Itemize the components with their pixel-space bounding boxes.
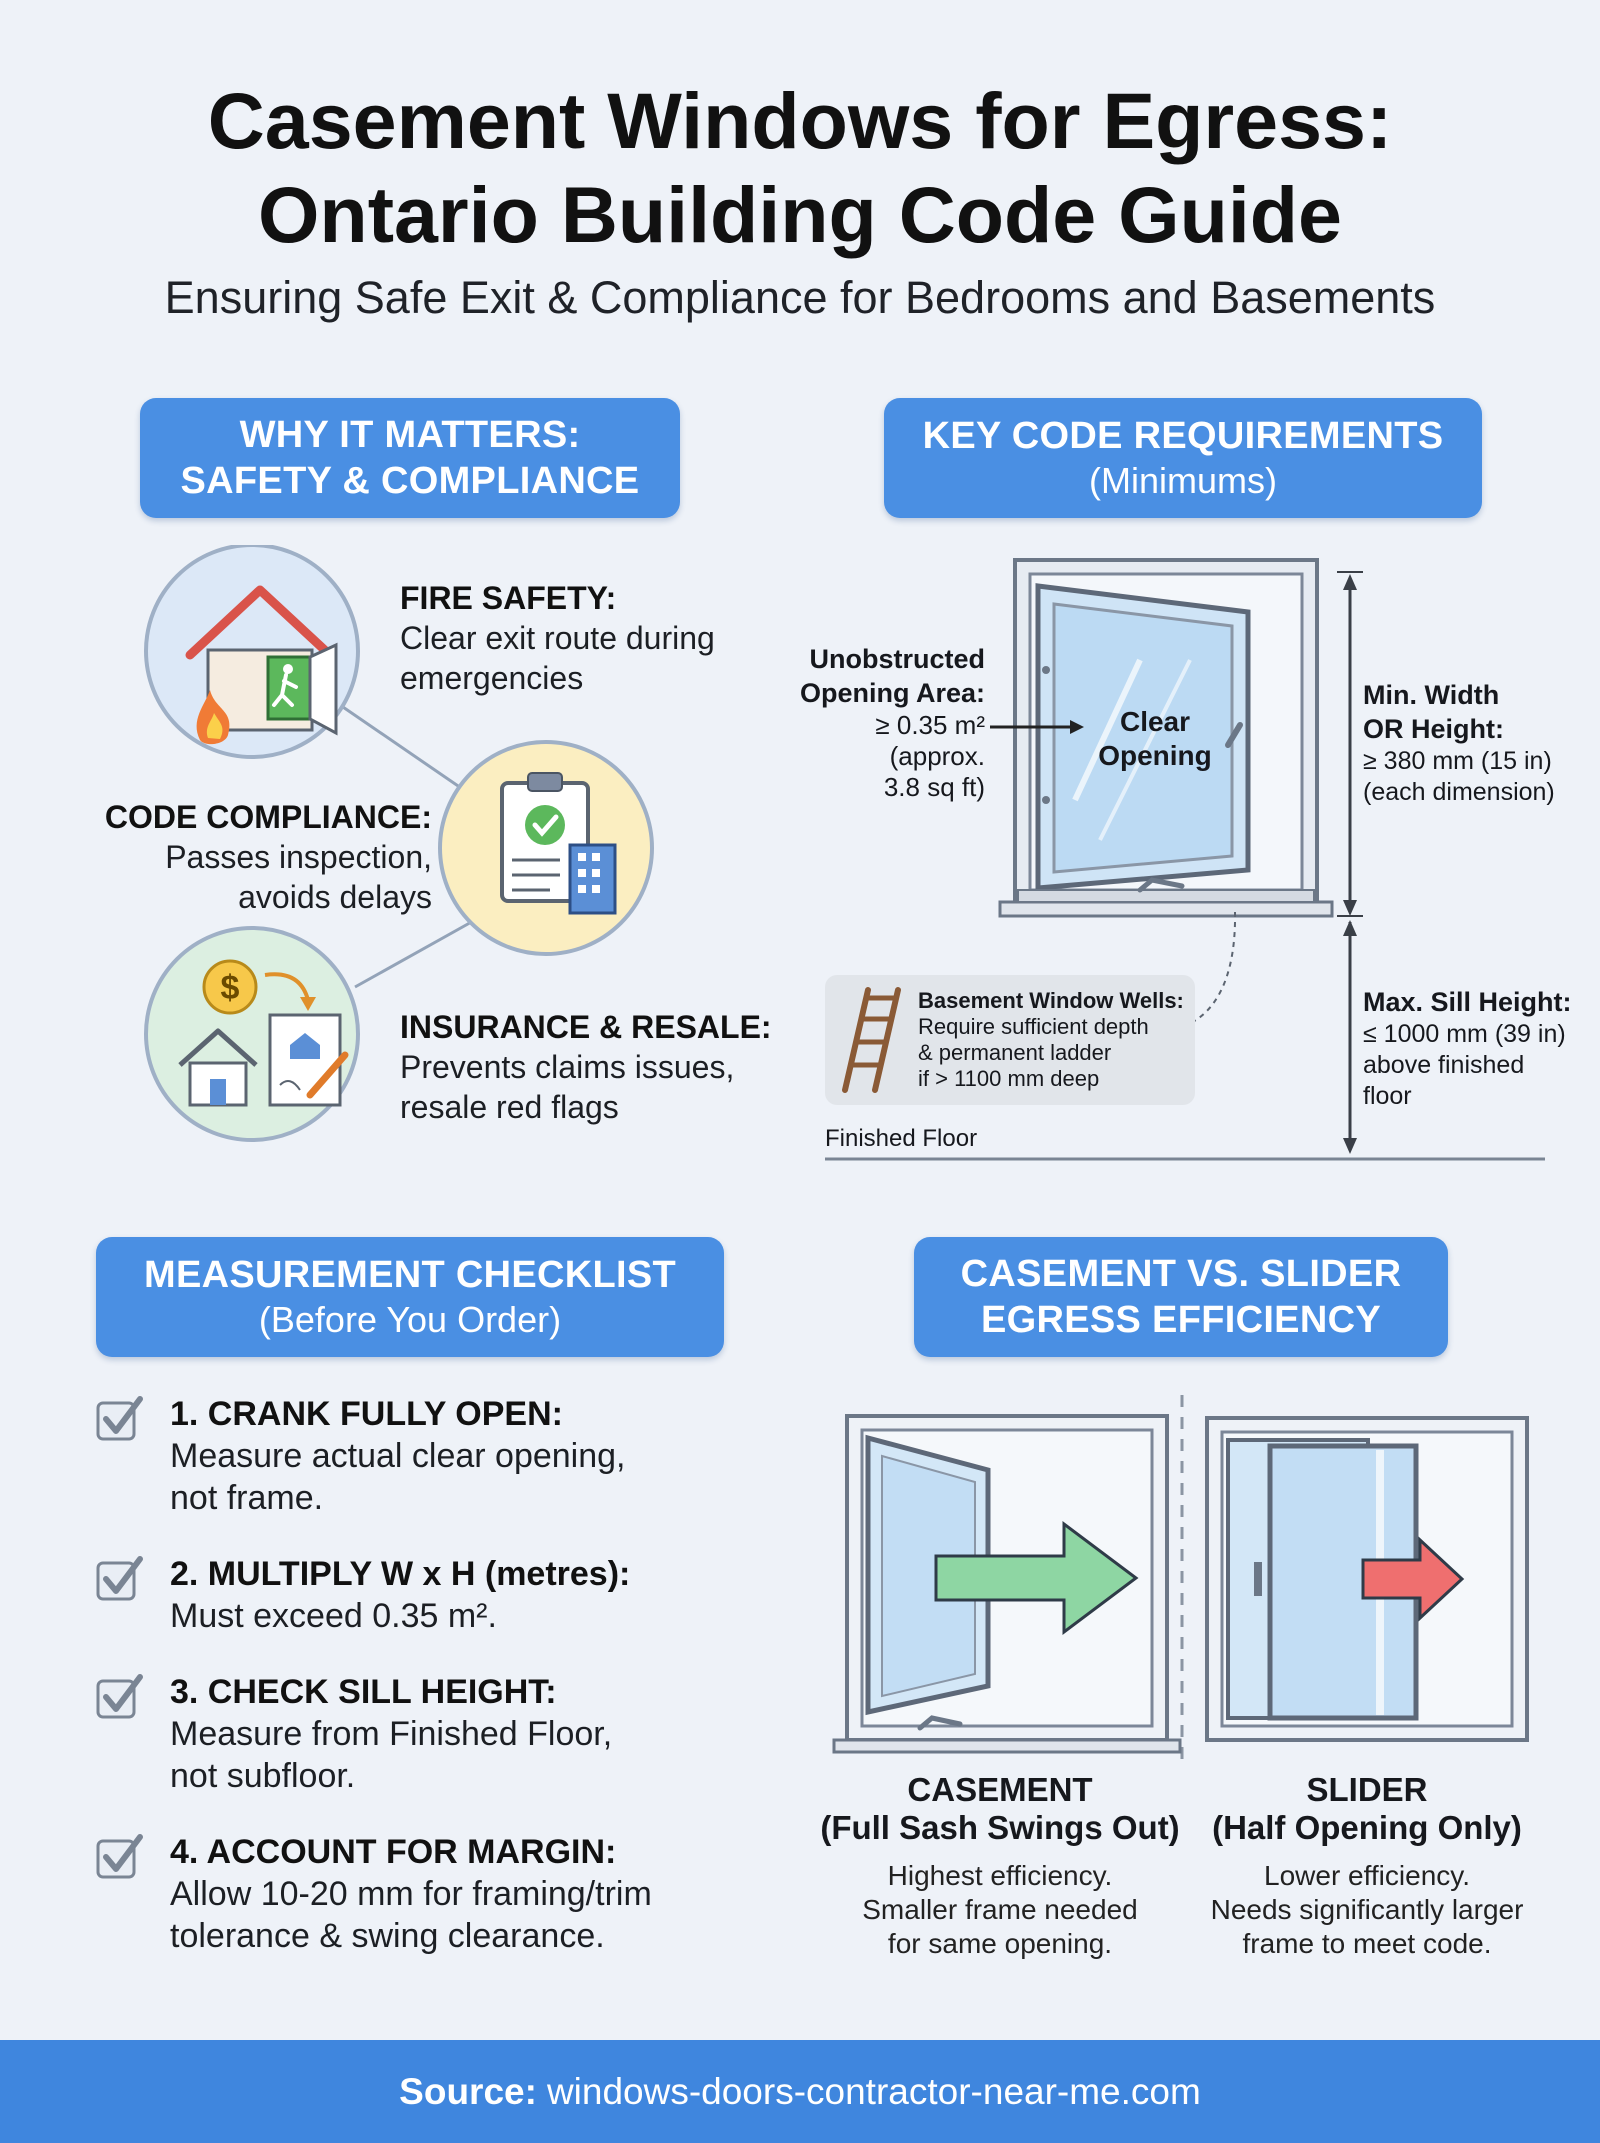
insurance-resale-line-1: Prevents claims issues,	[400, 1049, 735, 1085]
max-sill-value: ≤ 1000 mm (39 in)	[1363, 1020, 1566, 1048]
fire-safety-line-2: emergencies	[400, 660, 584, 696]
slider-subtitle: (Half Opening Only)	[1212, 1809, 1522, 1846]
page-title-line-1: Casement Windows for Egress:	[207, 76, 1393, 165]
insurance-resale-title: INSURANCE & RESALE:	[400, 1009, 772, 1045]
why-item-code-compliance: CODE COMPLIANCE: Passes inspection, avoi…	[60, 797, 432, 917]
checklist-item-1-line-2: not frame.	[170, 1479, 324, 1517]
casement-line-3: for same opening.	[887, 1928, 1113, 1959]
window-wells-line-3: if > 1100 mm deep	[918, 1066, 1100, 1091]
checklist-item-1-line-1: Measure actual clear opening,	[170, 1437, 626, 1475]
money-house-document-icon: $	[144, 926, 360, 1142]
opening-area-approx-1: (approx.	[889, 741, 985, 771]
measurement-checklist-header: MEASUREMENT CHECKLIST (Before You Order)	[96, 1237, 724, 1357]
checklist-item-4-line-1: Allow 10-20 mm for framing/trim	[170, 1875, 652, 1913]
casement-vs-slider-header: CASEMENT VS. SLIDER EGRESS EFFICIENCY	[914, 1237, 1448, 1357]
window-wells-line-2: & permanent ladder	[918, 1040, 1112, 1065]
opening-area-title-1: Unobstructed	[809, 644, 986, 674]
window-well-callout	[825, 975, 1195, 1105]
max-sill-note-2: floor	[1363, 1082, 1412, 1110]
checklist-header-line-2: (Before You Order)	[258, 1299, 562, 1340]
house-fire-exit-icon	[144, 545, 360, 759]
code-compliance-line-2: avoids delays	[238, 879, 432, 915]
casement-subtitle: (Full Sash Swings Out)	[820, 1809, 1180, 1846]
clipboard-check-icon	[438, 740, 654, 956]
checkbox-icon	[96, 1556, 143, 1601]
min-width-title-1: Min. Width	[1363, 680, 1500, 710]
source-footer: Source: windows-doors-contractor-near-me…	[0, 2040, 1600, 2143]
compare-header-line-1: CASEMENT VS. SLIDER	[960, 1253, 1402, 1295]
checklist-item-3-line-1: Measure from Finished Floor,	[170, 1715, 613, 1753]
min-width-callout: Min. Width OR Height: ≥ 380 mm (15 in) (…	[1363, 678, 1593, 808]
why-header-line-1: WHY IT MATTERS:	[239, 414, 581, 456]
clear-opening-line-2: Opening	[1098, 740, 1212, 771]
page-subtitle: Ensuring Safe Exit & Compliance for Bedr…	[164, 272, 1436, 323]
connector-line	[354, 918, 476, 989]
min-width-title-2: OR Height:	[1363, 714, 1504, 744]
checklist-item-4-title: 4. ACCOUNT FOR MARGIN:	[170, 1833, 617, 1871]
why-icons-graphic: $	[144, 545, 654, 1142]
compare-header-line-2: EGRESS EFFICIENCY	[981, 1299, 1381, 1341]
crank-handle-icon	[1137, 877, 1185, 893]
checkbox-icon	[96, 1674, 143, 1719]
casement-line-1: Highest efficiency.	[887, 1860, 1113, 1891]
checklist-item-2-line-1: Must exceed 0.35 m².	[170, 1597, 497, 1635]
key-code-requirements-header: KEY CODE REQUIREMENTS (Minimums)	[884, 398, 1482, 518]
comparison-graphic	[832, 1395, 1529, 1760]
casement-line-2: Smaller frame needed	[862, 1894, 1138, 1925]
why-item-fire-safety: FIRE SAFETY: Clear exit route during eme…	[400, 578, 715, 698]
opening-area-value: ≥ 0.35 m²	[875, 710, 985, 740]
why-it-matters-header: WHY IT MATTERS: SAFETY & COMPLIANCE	[140, 398, 680, 518]
requirements-header-line-1: KEY CODE REQUIREMENTS	[922, 415, 1444, 457]
checklist-item-3-title: 3. CHECK SILL HEIGHT:	[170, 1673, 557, 1711]
max-sill-note-1: above finished	[1363, 1051, 1525, 1079]
opening-area-callout: Unobstructed Opening Area: ≥ 0.35 m² (ap…	[780, 642, 985, 803]
fire-safety-title: FIRE SAFETY:	[400, 580, 617, 616]
source-label: Source:	[399, 2070, 537, 2112]
requirements-header-line-2: (Minimums)	[1089, 460, 1277, 501]
svg-text:$: $	[221, 969, 240, 1007]
opening-area-approx-2: 3.8 sq ft)	[883, 772, 985, 802]
finished-floor-label: Finished Floor	[825, 1125, 978, 1152]
ladder-icon	[842, 987, 901, 1093]
why-header-line-2: SAFETY & COMPLIANCE	[180, 460, 640, 502]
why-item-insurance-resale: INSURANCE & RESALE: Prevents claims issu…	[400, 1007, 772, 1127]
checkbox-icon	[96, 1396, 143, 1441]
max-sill-title: Max. Sill Height:	[1363, 987, 1572, 1017]
checkbox-icon	[96, 1834, 143, 1879]
checklist-item-1-title: 1. CRANK FULLY OPEN:	[170, 1395, 563, 1433]
casement-sash-icon	[1035, 583, 1251, 891]
min-width-value: ≥ 380 mm (15 in)	[1363, 747, 1552, 775]
page-title-line-2: Ontario Building Code Guide	[257, 170, 1342, 259]
code-compliance-title: CODE COMPLIANCE:	[104, 799, 432, 835]
casement-description: CASEMENT (Full Sash Swings Out) Highest …	[820, 1771, 1180, 1961]
window-wells-text: Basement Window Wells: Require sufficien…	[918, 988, 1208, 1092]
fire-safety-line-1: Clear exit route during	[400, 620, 715, 656]
slider-title: SLIDER	[1306, 1771, 1428, 1808]
clear-opening-line-1: Clear	[1119, 706, 1191, 737]
window-wells-line-1: Require sufficient depth	[918, 1014, 1149, 1039]
checklist-item-4-line-2: tolerance & swing clearance.	[170, 1917, 605, 1955]
egress-window-diagram	[825, 558, 1545, 1161]
clear-opening-label: Clear Opening	[1090, 705, 1220, 773]
code-compliance-line-1: Passes inspection,	[165, 839, 432, 875]
window-sill	[998, 900, 1334, 918]
slider-opening-arrow	[1361, 1536, 1465, 1622]
slider-line-2: Needs significantly larger	[1210, 1894, 1524, 1925]
slider-line-3: frame to meet code.	[1242, 1928, 1492, 1959]
casement-opening-arrow	[934, 1521, 1139, 1635]
source-link[interactable]: windows-doors-contractor-near-me.com	[546, 2070, 1201, 2112]
checklist-item-3-line-2: not subfloor.	[170, 1757, 356, 1795]
checklist-header-line-1: MEASUREMENT CHECKLIST	[144, 1254, 676, 1296]
insurance-resale-line-2: resale red flags	[400, 1089, 619, 1125]
checklist-item-2-title: 2. MULTIPLY W x H (metres):	[170, 1555, 631, 1593]
slider-description: SLIDER (Half Opening Only) Lower efficie…	[1182, 1771, 1552, 1961]
opening-area-title-2: Opening Area:	[799, 678, 985, 708]
casement-title: CASEMENT	[907, 1771, 1093, 1808]
slider-line-1: Lower efficiency.	[1264, 1860, 1470, 1891]
window-wells-title: Basement Window Wells:	[918, 988, 1184, 1013]
min-width-note: (each dimension)	[1363, 778, 1555, 806]
connector-line	[339, 703, 481, 803]
max-sill-callout: Max. Sill Height: ≤ 1000 mm (39 in) abov…	[1363, 985, 1593, 1112]
